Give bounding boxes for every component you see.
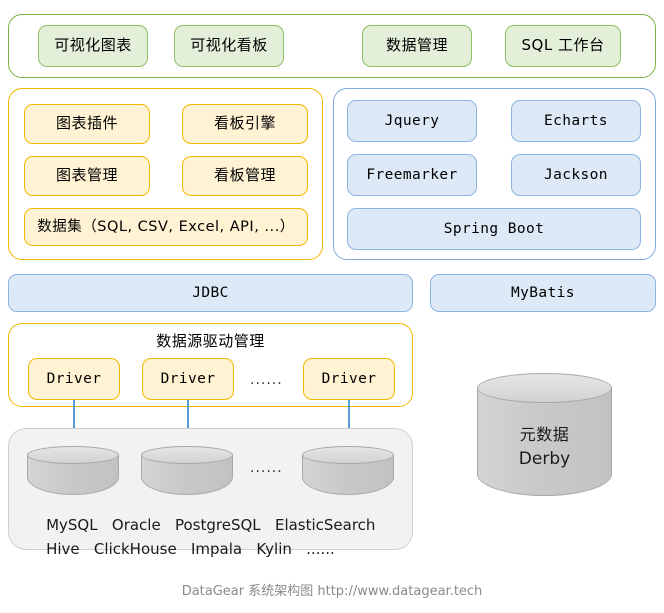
database-ellipsis: ...... <box>250 460 283 476</box>
access-node-mybatis[interactable]: MyBatis <box>430 274 656 312</box>
core-node-dashboard-management-label: 看板管理 <box>213 166 276 185</box>
access-node-jdbc[interactable]: JDBC <box>8 274 413 312</box>
framework-node-jquery[interactable]: Jquery <box>347 100 477 142</box>
driver-layer-title: 数据源驱动管理 <box>8 330 413 351</box>
driver-node-1-label: Driver <box>46 370 102 387</box>
metadata-store-label-line2: Derby <box>477 449 612 469</box>
app-node-data-management-label: 数据管理 <box>385 36 448 55</box>
metadata-store-label-line1: 元数据 <box>477 421 612 445</box>
cylinder-body <box>477 387 612 496</box>
metadata-store-line2-text: Derby <box>518 449 571 469</box>
framework-node-freemarker-label: Freemarker <box>366 166 458 183</box>
framework-node-freemarker[interactable]: Freemarker <box>347 154 477 196</box>
access-node-mybatis-label: MyBatis <box>511 284 575 301</box>
database-cylinder-second <box>141 446 233 495</box>
app-node-sql-workbench[interactable]: SQL 工作台 <box>505 25 621 67</box>
database-name-row-2-label: Hive ClickHouse Impala Kylin ...... <box>46 540 335 558</box>
core-node-dashboard-engine[interactable]: 看板引擎 <box>182 104 308 144</box>
database-name-row-1-label: MySQL Oracle PostgreSQL ElasticSearch <box>46 516 376 534</box>
diagram-caption-label: DataGear 系统架构图 http://www.datagear.tech <box>181 584 483 599</box>
access-node-jdbc-label: JDBC <box>192 284 229 301</box>
database-cylinder-mysql <box>27 446 119 495</box>
cylinder-top <box>141 446 233 464</box>
database-name-row-2: Hive ClickHouse Impala Kylin ...... <box>27 522 335 576</box>
app-node-visual-chart[interactable]: 可视化图表 <box>38 25 148 67</box>
core-node-dashboard-management[interactable]: 看板管理 <box>182 156 308 196</box>
metadata-store-cylinder: 元数据 Derby <box>477 373 612 496</box>
connector-driver-3 <box>348 400 350 441</box>
framework-node-echarts-label: Echarts <box>544 112 608 129</box>
framework-node-jquery-label: Jquery <box>384 112 440 129</box>
core-node-chart-plugin[interactable]: 图表插件 <box>24 104 150 144</box>
cylinder-top <box>302 446 394 464</box>
metadata-store-line1-text: 元数据 <box>519 425 570 444</box>
core-node-chart-plugin-label: 图表插件 <box>55 114 118 133</box>
framework-node-spring-boot-label: Spring Boot <box>443 220 545 237</box>
driver-node-2-label: Driver <box>160 370 216 387</box>
database-cylinder-third <box>302 446 394 495</box>
core-node-dataset-label: 数据集（SQL, CSV, Excel, API, ...） <box>37 218 295 235</box>
cylinder-top <box>27 446 119 464</box>
driver-layer-title-label: 数据源驱动管理 <box>156 332 265 350</box>
framework-node-jackson[interactable]: Jackson <box>511 154 641 196</box>
core-node-chart-management-label: 图表管理 <box>55 166 118 185</box>
database-name-row-1: MySQL Oracle PostgreSQL ElasticSearch <box>27 498 375 552</box>
driver-node-2[interactable]: Driver <box>142 358 234 400</box>
connector-driver-2 <box>187 400 189 441</box>
app-node-data-management[interactable]: 数据管理 <box>362 25 472 67</box>
framework-node-spring-boot[interactable]: Spring Boot <box>347 208 641 250</box>
driver-node-3[interactable]: Driver <box>303 358 395 400</box>
app-node-visual-dashboard-label: 可视化看板 <box>190 36 268 55</box>
core-node-dashboard-engine-label: 看板引擎 <box>213 114 276 133</box>
cylinder-top <box>477 373 612 403</box>
driver-ellipsis-label: ...... <box>250 372 283 388</box>
framework-node-jackson-label: Jackson <box>544 166 608 183</box>
app-node-visual-chart-label: 可视化图表 <box>54 36 132 55</box>
driver-ellipsis: ...... <box>250 372 283 388</box>
app-node-sql-workbench-label: SQL 工作台 <box>521 36 605 55</box>
core-node-dataset[interactable]: 数据集（SQL, CSV, Excel, API, ...） <box>24 208 308 246</box>
driver-node-1[interactable]: Driver <box>28 358 120 400</box>
framework-node-echarts[interactable]: Echarts <box>511 100 641 142</box>
connector-driver-1 <box>73 400 75 441</box>
diagram-caption: DataGear 系统架构图 http://www.datagear.tech <box>0 580 664 599</box>
app-node-visual-dashboard[interactable]: 可视化看板 <box>174 25 284 67</box>
core-node-chart-management[interactable]: 图表管理 <box>24 156 150 196</box>
driver-node-3-label: Driver <box>321 370 377 387</box>
database-ellipsis-label: ...... <box>250 460 283 476</box>
